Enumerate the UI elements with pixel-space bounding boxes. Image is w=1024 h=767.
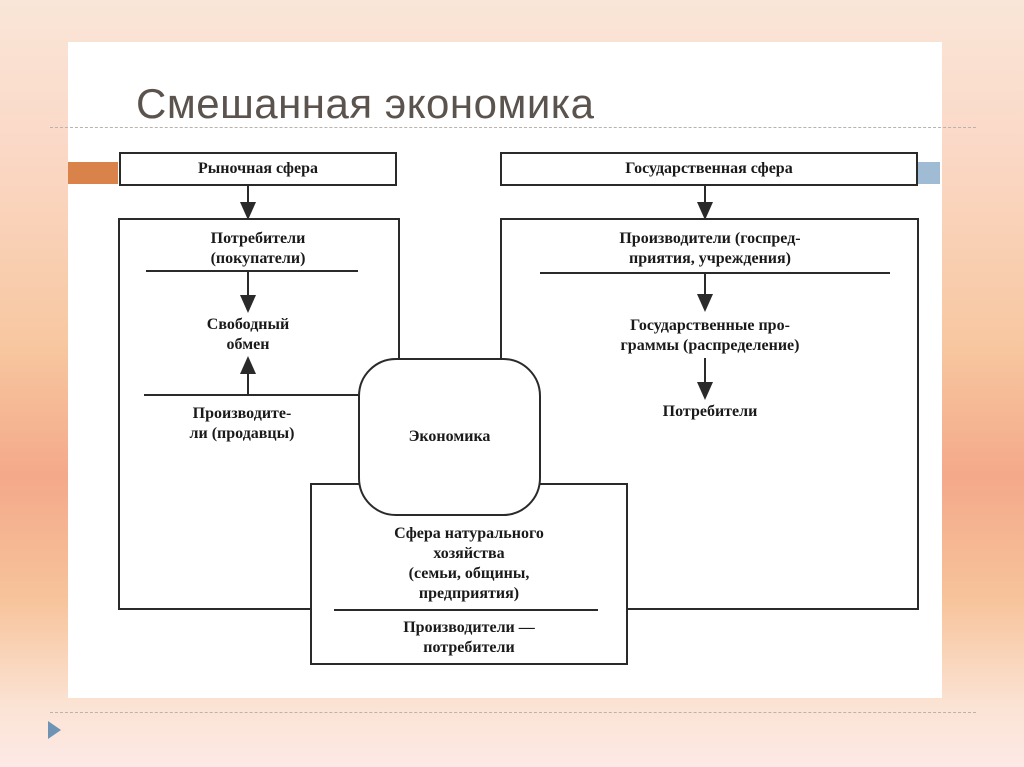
state-producers: Производители (госпред- приятия, учрежде… <box>619 230 801 267</box>
market-producers: Производите- ли (продавцы) <box>189 405 295 442</box>
slide-title: Смешанная экономика <box>136 80 595 127</box>
top-divider <box>50 127 976 128</box>
natural-producers-consumers: Производители — потребители <box>403 619 535 656</box>
play-icon[interactable] <box>48 721 61 739</box>
market-consumers-divider <box>146 270 358 272</box>
economy-node: Экономика <box>358 358 541 516</box>
economy-label: Экономика <box>408 428 491 445</box>
market-free-exchange: Свободный обмен <box>206 316 290 353</box>
state-programs: Государственные про- граммы (распределен… <box>620 317 800 354</box>
natural-economy-sphere: Сфера натурального хозяйства (семьи, общ… <box>394 525 544 602</box>
state-producers-divider <box>540 272 890 274</box>
state-consumers: Потребители <box>662 403 758 420</box>
natural-economy-divider <box>334 609 598 611</box>
bottom-divider <box>50 712 976 713</box>
market-producers-divider <box>144 394 360 396</box>
market-consumers: Потребители (покупатели) <box>210 230 306 267</box>
state-sphere-header: Государственная сфера <box>500 152 918 186</box>
accent-bar-right <box>918 162 940 184</box>
accent-bar-left <box>68 162 118 184</box>
market-sphere-header: Рыночная сфера <box>119 152 397 186</box>
